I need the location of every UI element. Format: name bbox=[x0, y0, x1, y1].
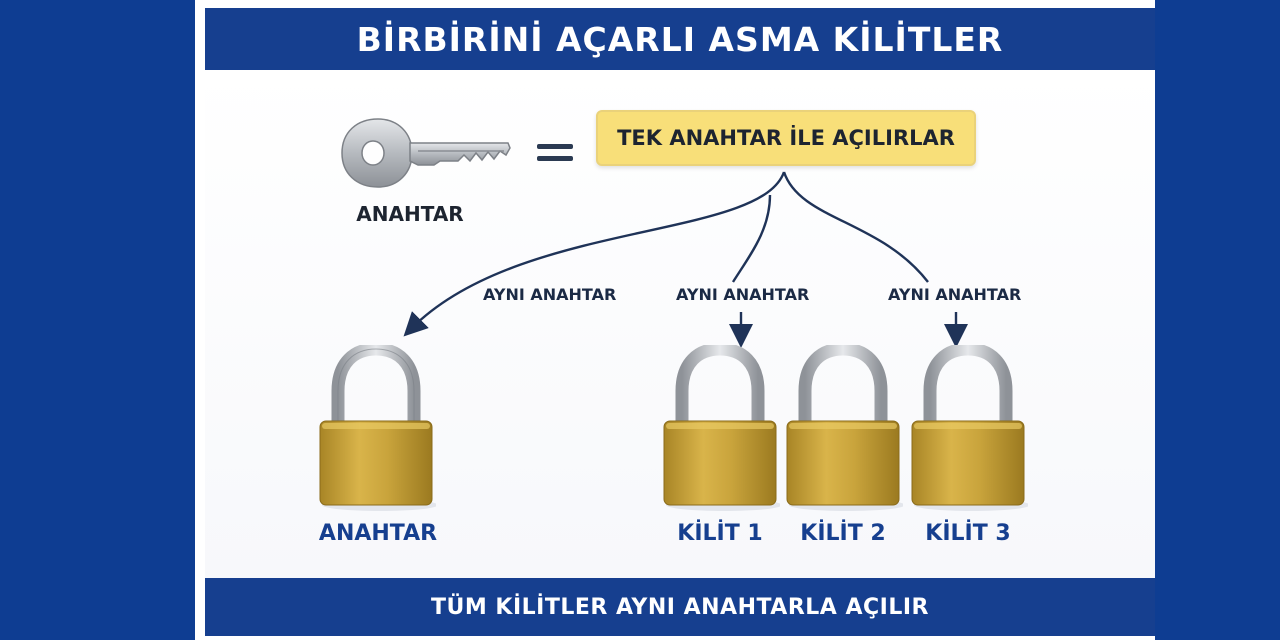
page-title: BİRBİRİNİ AÇARLI ASMA KİLİTLER bbox=[356, 19, 1004, 59]
single-key-statement: TEK ANAHTAR İLE AÇILIRLAR bbox=[596, 110, 976, 166]
title-banner: BİRBİRİNİ AÇARLI ASMA KİLİTLER bbox=[205, 8, 1155, 70]
footer-text: TÜM KİLİTLER AYNI ANAHTARLA AÇILIR bbox=[431, 594, 929, 620]
footer-banner: TÜM KİLİTLER AYNI ANAHTARLA AÇILIR bbox=[205, 578, 1155, 636]
key-label: ANAHTAR bbox=[356, 202, 464, 226]
arrow-label-anahtar: AYNI ANAHTAR bbox=[483, 285, 617, 304]
equals-icon bbox=[537, 140, 573, 164]
padlock-icon bbox=[908, 342, 1030, 515]
padlock-icon bbox=[783, 342, 905, 515]
arrow-label-kilit-3: AYNI ANAHTAR bbox=[888, 285, 1022, 304]
padlock-icon bbox=[316, 342, 438, 515]
statement-text: TEK ANAHTAR İLE AÇILIRLAR bbox=[617, 126, 955, 150]
left-background-band bbox=[0, 0, 195, 640]
lock-label-anahtar: ANAHTAR bbox=[318, 521, 438, 546]
lock-label-kilit-2: KİLİT 2 bbox=[800, 521, 886, 546]
lock-label-kilit-3: KİLİT 3 bbox=[925, 521, 1011, 546]
padlock-icon bbox=[660, 342, 782, 515]
key-icon bbox=[340, 115, 515, 199]
arrow-label-kilit-1: AYNI ANAHTAR bbox=[676, 285, 810, 304]
right-background-band bbox=[1155, 0, 1280, 640]
lock-label-kilit-1: KİLİT 1 bbox=[677, 521, 763, 546]
